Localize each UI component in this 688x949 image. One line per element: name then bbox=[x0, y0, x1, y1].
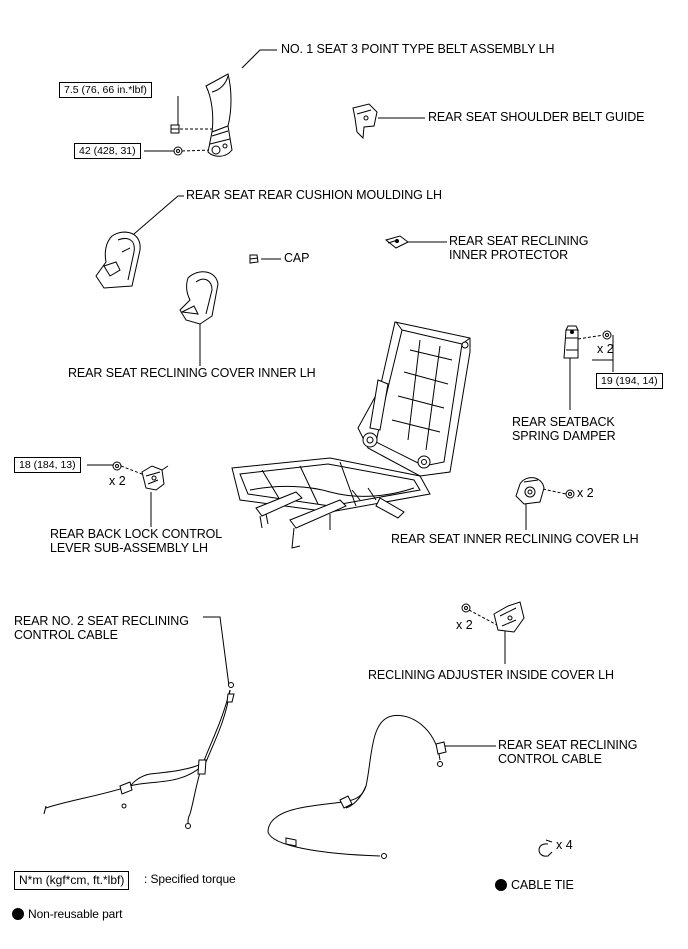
non-reusable-marker-icon bbox=[495, 879, 507, 891]
label-no2-control-cable-1: REAR NO. 2 SEAT RECLINING bbox=[14, 614, 189, 628]
label-rear-cushion-moulding: REAR SEAT REAR CUSHION MOULDING LH bbox=[186, 188, 442, 202]
label-inner-protector-2: INNER PROTECTOR bbox=[449, 248, 569, 262]
legend-non-reusable: Non-reusable part bbox=[12, 907, 122, 922]
legend-non-reusable-dot-icon bbox=[12, 908, 24, 920]
damper-nut-icon bbox=[602, 330, 612, 340]
nut-icon bbox=[173, 146, 183, 156]
control-cable-icon bbox=[267, 714, 447, 859]
inner-reclining-cover-icon bbox=[515, 477, 545, 505]
torque-box-belt-bolt: 7.5 (76, 66 in.*lbf) bbox=[59, 82, 152, 98]
label-control-cable-2: CONTROL CABLE bbox=[498, 752, 602, 766]
label-spring-damper-1: REAR SEATBACK bbox=[512, 415, 615, 429]
qty-cable-ties: x 4 bbox=[556, 838, 573, 852]
label-back-lock-lever-2: LEVER SUB-ASSEMBLY LH bbox=[50, 541, 208, 555]
no2-control-cable-icon bbox=[43, 682, 235, 829]
label-spring-damper-2: SPRING DAMPER bbox=[512, 429, 616, 443]
cap-icon bbox=[249, 254, 259, 264]
label-inner-reclining-cover: REAR SEAT INNER RECLINING COVER LH bbox=[391, 532, 639, 546]
label-control-cable-1: REAR SEAT RECLINING bbox=[498, 738, 638, 752]
inner-protector-icon bbox=[384, 235, 409, 249]
qty-spring-damper-bolts: x 2 bbox=[597, 342, 614, 356]
qty-inner-cover-screws: x 2 bbox=[577, 486, 594, 500]
label-inner-protector-1: REAR SEAT RECLINING bbox=[449, 234, 589, 248]
back-lock-lever-icon bbox=[141, 465, 169, 491]
cushion-moulding-icon bbox=[95, 231, 141, 289]
torque-box-lever: 18 (184, 13) bbox=[14, 457, 81, 473]
adjuster-inside-cover-icon bbox=[493, 601, 525, 633]
legend-non-reusable-text: Non-reusable part bbox=[28, 907, 123, 921]
label-cap: CAP bbox=[284, 251, 310, 265]
label-cable-tie-text: CABLE TIE bbox=[511, 878, 574, 892]
label-belt-assembly: NO. 1 SEAT 3 POINT TYPE BELT ASSEMBLY LH bbox=[281, 42, 555, 56]
label-adjuster-inside-cover: RECLINING ADJUSTER INSIDE COVER LH bbox=[368, 668, 614, 682]
bolt-icon bbox=[170, 124, 180, 134]
cable-tie-icon bbox=[538, 839, 553, 857]
label-reclining-cover-inner: REAR SEAT RECLINING COVER INNER LH bbox=[68, 366, 316, 380]
seat-belt-assembly-icon bbox=[205, 73, 233, 157]
label-back-lock-lever-1: REAR BACK LOCK CONTROL bbox=[50, 527, 223, 541]
spring-damper-icon bbox=[563, 325, 579, 359]
reclining-cover-inner-icon bbox=[179, 271, 219, 325]
torque-box-belt-nut: 42 (428, 31) bbox=[74, 143, 141, 159]
seat-frame-icon bbox=[231, 321, 471, 549]
qty-adjuster-cover-screws: x 2 bbox=[456, 618, 473, 632]
torque-box-spring-damper: 19 (194, 14) bbox=[596, 373, 663, 389]
cover-screw-icon bbox=[565, 489, 575, 499]
qty-lever-bolts: x 2 bbox=[109, 474, 126, 488]
label-cable-tie: CABLE TIE bbox=[495, 878, 574, 893]
leader-lines bbox=[87, 49, 614, 747]
legend-torque-desc: : Specified torque bbox=[144, 872, 236, 886]
label-shoulder-belt-guide: REAR SEAT SHOULDER BELT GUIDE bbox=[428, 110, 645, 124]
legend-torque-unit: N*m (kgf*cm, ft.*lbf) bbox=[14, 871, 130, 890]
adjuster-screw-icon bbox=[461, 603, 471, 613]
label-no2-control-cable-2: CONTROL CABLE bbox=[14, 628, 118, 642]
lever-bolt-icon bbox=[112, 461, 122, 471]
shoulder-belt-guide-icon bbox=[352, 103, 378, 140]
